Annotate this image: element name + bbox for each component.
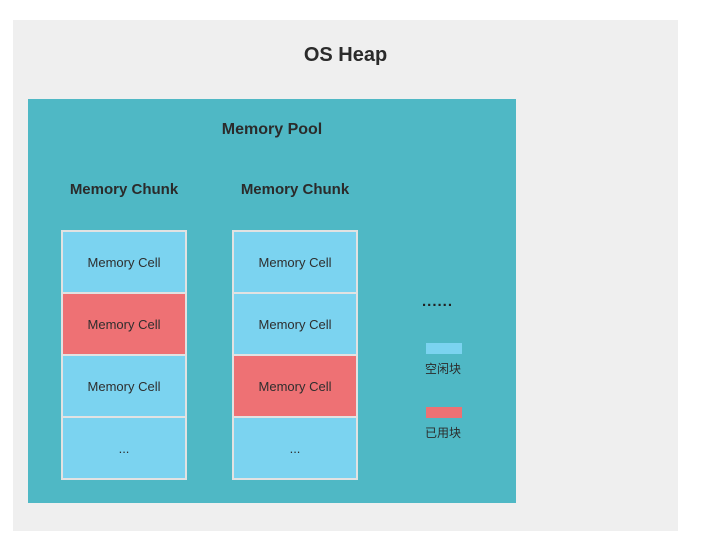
memory-cell: Memory Cell bbox=[63, 356, 185, 416]
memory-pool-title: Memory Pool bbox=[221, 121, 323, 138]
memory-cell: Memory Cell bbox=[63, 294, 185, 354]
memory-cell: Memory Cell bbox=[234, 294, 356, 354]
memory-chunk-1-label: Memory Chunk bbox=[69, 181, 179, 198]
memory-chunk-1: Memory Cell Memory Cell Memory Cell ... bbox=[61, 230, 187, 480]
memory-pool-container: Memory Pool Memory Chunk Memory Chunk Me… bbox=[28, 99, 516, 503]
memory-chunk-2-label: Memory Chunk bbox=[240, 181, 350, 198]
memory-chunk-2: Memory Cell Memory Cell Memory Cell ... bbox=[232, 230, 358, 480]
os-heap-title: OS Heap bbox=[303, 44, 388, 66]
memory-cell-ellipsis: ... bbox=[63, 418, 185, 478]
legend-free-label: 空闲块 bbox=[425, 362, 462, 376]
legend-free-swatch bbox=[426, 343, 462, 354]
legend-used-label: 已用块 bbox=[425, 426, 462, 440]
memory-cell: Memory Cell bbox=[63, 232, 185, 292]
memory-cell: Memory Cell bbox=[234, 356, 356, 416]
memory-cell-ellipsis: ... bbox=[234, 418, 356, 478]
legend-used-swatch bbox=[426, 407, 462, 418]
more-chunks-ellipsis: ...... bbox=[422, 293, 454, 310]
os-heap-container: OS Heap Memory Pool Memory Chunk Memory … bbox=[13, 20, 678, 531]
memory-cell: Memory Cell bbox=[234, 232, 356, 292]
